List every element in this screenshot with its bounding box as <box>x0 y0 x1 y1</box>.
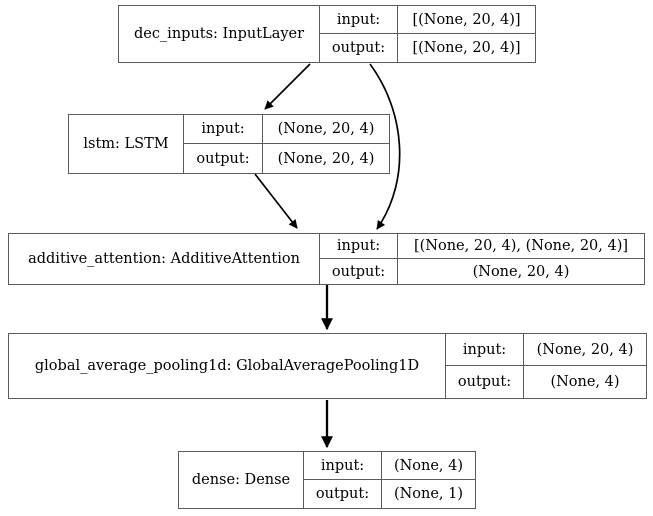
node-additive-attention-input-row: input: [(None, 20, 4), (None, 20, 4)] <box>320 234 644 259</box>
node-dense-output-label: output: <box>304 480 382 508</box>
node-additive-attention-input-label: input: <box>320 234 398 258</box>
node-global-average-pooling1d-input-label: input: <box>446 334 524 365</box>
node-dense[interactable]: dense: Dense input: (None, 4) output: (N… <box>178 451 476 509</box>
node-global-average-pooling1d-output-row: output: (None, 4) <box>446 366 646 398</box>
node-dense-output-shape: (None, 1) <box>393 486 464 502</box>
node-lstm-output-row: output: (None, 20, 4) <box>184 144 389 173</box>
node-additive-attention-output-label: output: <box>320 259 398 284</box>
node-dec-inputs-output-row: output: [(None, 20, 4)] <box>320 34 535 62</box>
node-lstm-output-label: output: <box>184 144 263 173</box>
node-additive-attention-input-shape: [(None, 20, 4), (None, 20, 4)] <box>413 238 629 254</box>
node-dense-io: input: (None, 4) output: (None, 1) <box>303 452 475 508</box>
node-dec-inputs-input-label: input: <box>320 6 398 33</box>
node-additive-attention-title: additive_attention: AdditiveAttention <box>28 251 300 267</box>
node-additive-attention-io: input: [(None, 20, 4), (None, 20, 4)] ou… <box>319 234 644 284</box>
node-dec-inputs-io: input: [(None, 20, 4)] output: [(None, 2… <box>319 6 535 62</box>
node-global-average-pooling1d-output-label: output: <box>446 366 524 398</box>
edge-dec-inputs-to-lstm <box>264 63 311 110</box>
node-dense-output-row: output: (None, 1) <box>304 480 475 508</box>
node-dense-input-row: input: (None, 4) <box>304 452 475 480</box>
node-dec-inputs-title: dec_inputs: InputLayer <box>133 26 305 42</box>
node-dec-inputs-output-shape: [(None, 20, 4)] <box>412 40 521 56</box>
node-lstm-io: input: (None, 20, 4) output: (None, 20, … <box>183 115 389 173</box>
node-dense-input-label: input: <box>304 452 382 479</box>
node-global-average-pooling1d-input-shape: (None, 20, 4) <box>536 341 634 358</box>
edge-lstm-to-additive-attention <box>254 173 298 229</box>
node-dense-input-shape: (None, 4) <box>393 457 464 474</box>
node-additive-attention-output-row: output: (None, 20, 4) <box>320 259 644 284</box>
node-global-average-pooling1d-io: input: (None, 20, 4) output: (None, 4) <box>445 334 646 398</box>
node-dec-inputs-output-label: output: <box>320 34 398 62</box>
node-dense-title: dense: Dense <box>191 472 291 488</box>
node-global-average-pooling1d-output-shape: (None, 4) <box>550 374 620 390</box>
node-lstm-title: lstm: LSTM <box>83 136 169 152</box>
node-lstm[interactable]: lstm: LSTM input: (None, 20, 4) output: … <box>68 114 390 174</box>
node-global-average-pooling1d-input-row: input: (None, 20, 4) <box>446 334 646 366</box>
node-global-average-pooling1d[interactable]: global_average_pooling1d: GlobalAverageP… <box>8 333 647 399</box>
node-dec-inputs-input-row: input: [(None, 20, 4)] <box>320 6 535 34</box>
node-lstm-input-label: input: <box>184 115 263 143</box>
node-dec-inputs-input-shape: [(None, 20, 4)] <box>412 11 521 28</box>
node-lstm-output-shape: (None, 20, 4) <box>277 150 375 167</box>
node-lstm-input-row: input: (None, 20, 4) <box>184 115 389 144</box>
node-additive-attention-output-shape: (None, 20, 4) <box>472 263 570 280</box>
node-dec-inputs[interactable]: dec_inputs: InputLayer input: [(None, 20… <box>118 5 536 63</box>
node-additive-attention[interactable]: additive_attention: AdditiveAttention in… <box>8 233 645 285</box>
node-global-average-pooling1d-title: global_average_pooling1d: GlobalAverageP… <box>34 358 420 374</box>
node-lstm-input-shape: (None, 20, 4) <box>277 121 375 137</box>
